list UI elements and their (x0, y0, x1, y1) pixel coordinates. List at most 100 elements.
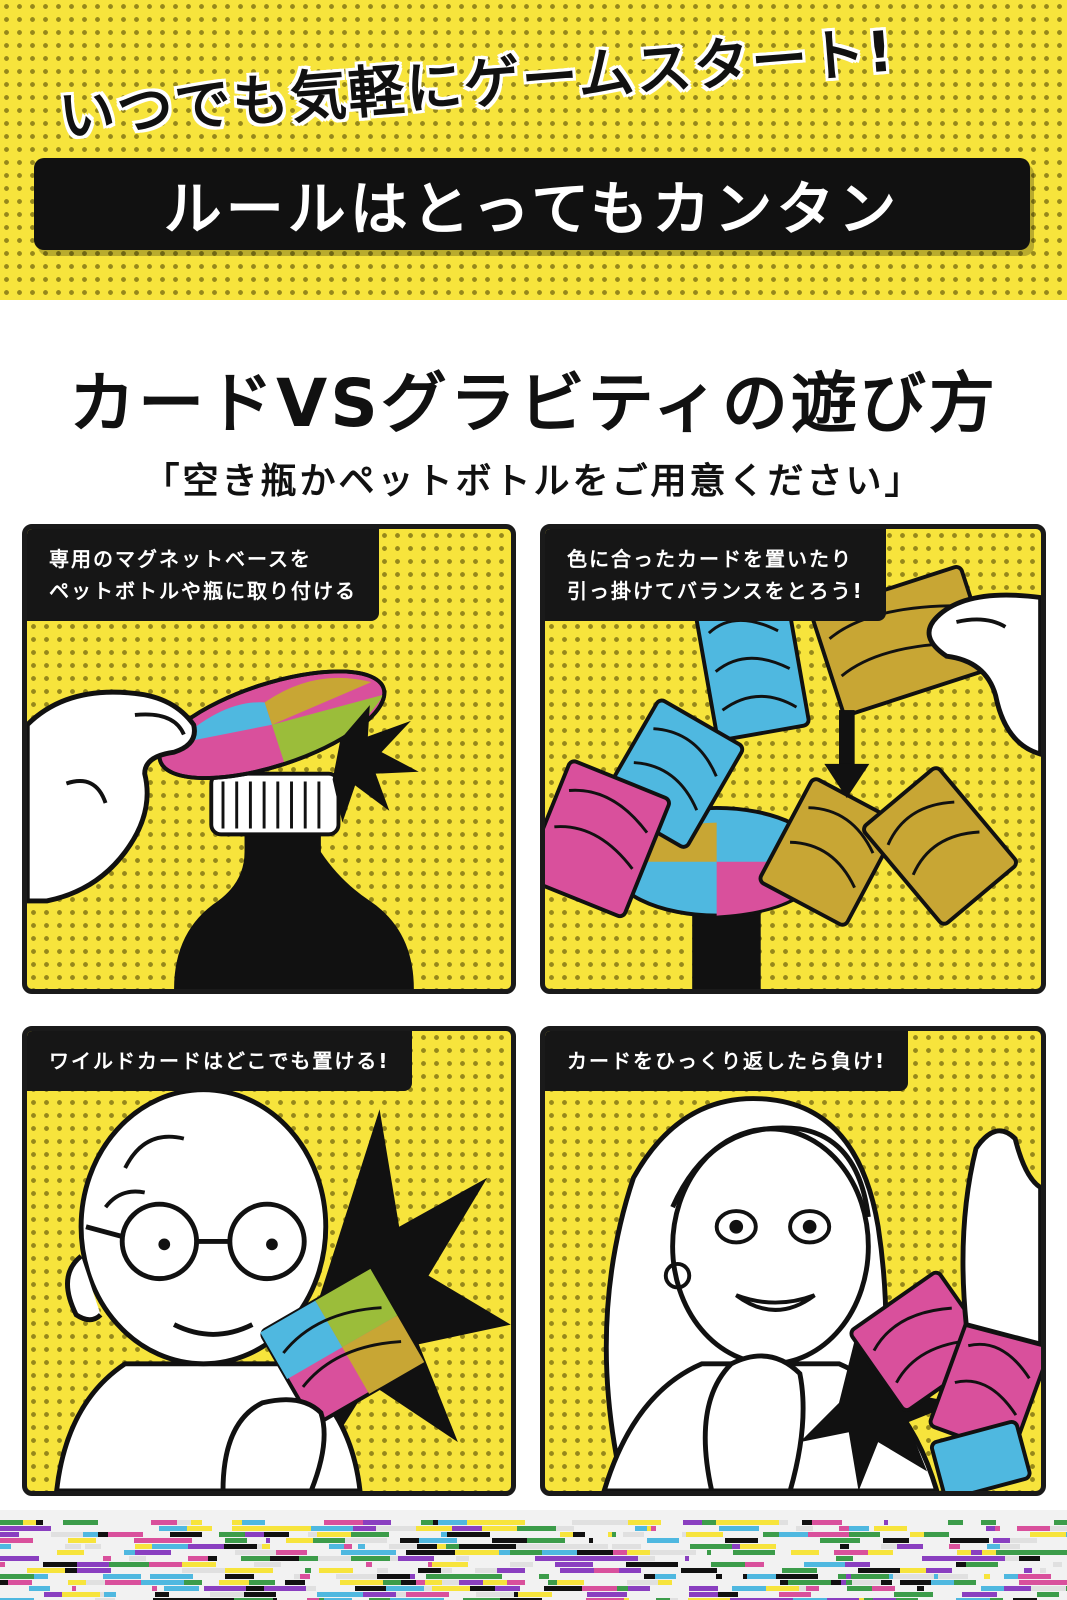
glitch-block (849, 1532, 880, 1537)
glitch-block (981, 1586, 1004, 1591)
glitch-block (306, 1586, 316, 1591)
glitch-block (210, 1592, 244, 1597)
glitch-block (808, 1532, 849, 1537)
glitch-block (446, 1544, 459, 1549)
glitch-block (719, 1526, 759, 1531)
glitch-block (841, 1580, 846, 1585)
glitch-block (105, 1580, 141, 1585)
glitch-block (732, 1586, 766, 1591)
top-banner: いつでも気軽にゲームスタート! ルールはとってもカンタン (0, 0, 1067, 300)
glitch-block (299, 1556, 304, 1561)
glitch-block (934, 1574, 938, 1579)
glitch-block (363, 1592, 396, 1597)
glitch-block (881, 1544, 897, 1549)
glitch-block (516, 1544, 543, 1549)
glitch-block (802, 1520, 812, 1525)
glitch-block (242, 1520, 255, 1525)
glitch-block (246, 1586, 264, 1591)
caption-line: ペットボトルや瓶に取り付ける (49, 579, 357, 603)
glitch-block (271, 1526, 311, 1531)
glitch-block (1037, 1592, 1059, 1597)
glitch-block (363, 1520, 391, 1525)
glitch-block (1039, 1550, 1067, 1555)
hand (960, 1128, 1041, 1347)
glitch-block (793, 1598, 827, 1600)
glitch-block (628, 1520, 661, 1525)
glitch-block (262, 1544, 270, 1549)
glitch-block (276, 1550, 307, 1555)
glitch-block (191, 1520, 202, 1525)
glitch-block (1053, 1562, 1062, 1567)
glitch-block (319, 1568, 353, 1573)
glitch-block (665, 1562, 678, 1567)
glitch-block (34, 1574, 48, 1579)
glitch-block (577, 1550, 613, 1555)
glitch-block (655, 1574, 676, 1579)
glitch-block (557, 1580, 584, 1585)
glitch-block (900, 1568, 926, 1573)
glitch-block (707, 1550, 711, 1555)
glitch-block (560, 1532, 573, 1537)
glitch-block (0, 1574, 34, 1579)
subline-box: ルールはとってもカンタン (34, 158, 1030, 250)
glitch-block (962, 1592, 997, 1597)
glitch-block (241, 1556, 270, 1561)
glitch-strip (0, 1510, 1067, 1600)
glitch-block (670, 1598, 678, 1600)
glitch-block (0, 1544, 11, 1549)
glitch-block (324, 1520, 363, 1525)
glitch-block (478, 1544, 516, 1549)
glitch-block (716, 1520, 734, 1525)
glitch-block (627, 1580, 658, 1585)
glitch-block (612, 1532, 616, 1537)
glitch-block (109, 1562, 149, 1567)
glitch-block (599, 1556, 638, 1561)
glitch-block (452, 1526, 482, 1531)
bottle-with-magnet-base-illustration (27, 669, 419, 989)
glitch-block (873, 1598, 896, 1600)
glitch-block (779, 1592, 811, 1597)
glitch-block (324, 1598, 352, 1600)
glitch-block (573, 1556, 599, 1561)
glitch-block (542, 1550, 577, 1555)
glitch-block (447, 1532, 490, 1537)
glitch-block (244, 1592, 276, 1597)
glitch-block (129, 1556, 146, 1561)
glitch-block (437, 1544, 446, 1549)
glitch-block (351, 1556, 390, 1561)
glitch-block (796, 1526, 813, 1531)
glitch-block (100, 1592, 104, 1597)
glitch-block (766, 1586, 799, 1591)
glitch-block (971, 1550, 982, 1555)
glitch-block (965, 1556, 1005, 1561)
glitch-block (135, 1550, 171, 1555)
glitch-block (957, 1550, 971, 1555)
glitch-block (442, 1580, 459, 1585)
glitch-block (689, 1592, 718, 1597)
glitch-block (806, 1586, 819, 1591)
glitch-block (510, 1562, 533, 1567)
glitch-block (183, 1520, 191, 1525)
glitch-block (1019, 1556, 1040, 1561)
glitch-block (889, 1574, 893, 1579)
step-caption-1: 専用のマグネットベースを ペットボトルや瓶に取り付ける (27, 529, 379, 621)
card-gold (758, 777, 900, 927)
glitch-block (410, 1574, 415, 1579)
glitch-block (428, 1562, 432, 1567)
glitch-block (355, 1592, 363, 1597)
glitch-block (482, 1526, 517, 1531)
glitch-block (254, 1562, 281, 1567)
glitch-block (716, 1574, 722, 1579)
glitch-block (68, 1580, 86, 1585)
glitch-block (1040, 1568, 1046, 1573)
glitch-block (0, 1526, 34, 1531)
glitch-block (219, 1532, 245, 1537)
glitch-block (135, 1544, 152, 1549)
glitch-block (43, 1562, 77, 1567)
glitch-block (544, 1586, 582, 1591)
glitch-block (883, 1538, 909, 1543)
hand (220, 1397, 327, 1491)
glitch-block (956, 1598, 990, 1600)
glitch-block (613, 1550, 627, 1555)
glitch-block (831, 1580, 841, 1585)
